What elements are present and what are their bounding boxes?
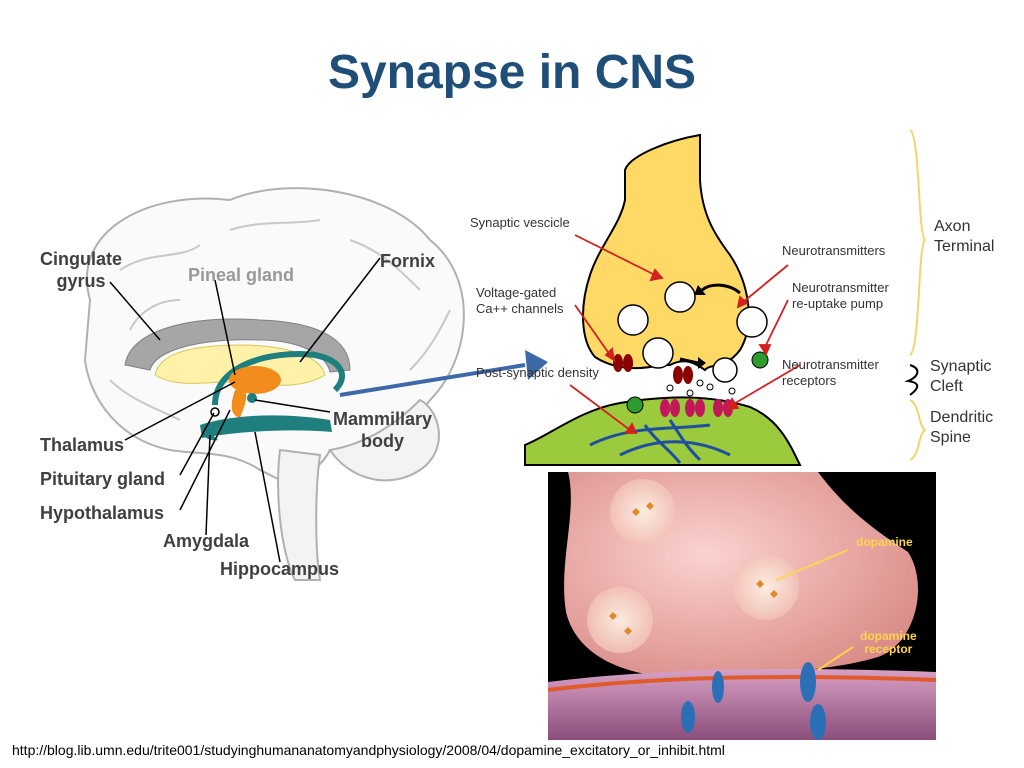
receptor — [713, 399, 723, 417]
axon-terminal-shape — [582, 133, 750, 372]
dopamine-receptor — [800, 662, 816, 702]
brain-stem — [277, 448, 322, 581]
cerebellum — [328, 398, 440, 482]
dopamine-art — [548, 472, 936, 740]
brackets — [909, 129, 927, 461]
label-neurotransmitters: Neurotransmitters — [782, 243, 886, 258]
dopamine-receptor — [712, 671, 724, 703]
vesicle — [617, 304, 649, 336]
label-dopamine: dopamine — [856, 535, 913, 549]
dopamine-receptor — [810, 704, 826, 740]
vesicle — [642, 337, 674, 369]
fornix-shape — [212, 351, 346, 406]
vesicle-3 — [587, 587, 653, 653]
dopamine-receptor — [681, 701, 695, 733]
vesicle — [736, 306, 768, 338]
label-pituitary-gland: Pituitary gland — [40, 469, 166, 489]
label-pineal-gland: Pineal gland — [188, 265, 295, 285]
released-vesicle — [712, 357, 738, 383]
mammillary-body-shape — [247, 393, 257, 403]
label-amygdala: Amygdala — [163, 531, 250, 551]
slide-title: Synapse in CNS — [327, 46, 697, 99]
hippocampus-shape — [200, 415, 332, 438]
ca-channel — [673, 366, 683, 384]
source-url[interactable]: http://blog.lib.umn.edu/trite001/studyin… — [12, 742, 725, 758]
label-synaptic-vesicle: Synaptic vescicle — [470, 215, 570, 230]
vesicle-2 — [733, 554, 799, 620]
label-hippocampus: Hippocampus — [220, 559, 340, 579]
label-hypothalamus: Hypothalamus — [40, 503, 165, 523]
post-synaptic-density — [589, 419, 731, 464]
connector-arrowhead — [525, 350, 548, 380]
synapse-illustration — [524, 129, 927, 466]
label-thalamus: Thalamus — [40, 435, 125, 455]
ca-channel — [613, 354, 623, 372]
postsynaptic-membrane — [548, 669, 936, 740]
vesicle — [664, 281, 696, 313]
brain-illustration — [83, 187, 465, 581]
hypothalamus-shape — [231, 390, 247, 418]
vesicle-1 — [610, 479, 676, 545]
label-fornix: Fornix — [380, 251, 436, 271]
reuptake-pump — [751, 351, 769, 369]
cleft-bracket — [904, 364, 919, 396]
brain-leader-lines — [109, 257, 381, 563]
cingulate-gyrus-shape — [124, 318, 351, 373]
reuptake-pump — [626, 396, 644, 414]
receptor — [685, 399, 695, 417]
thalamus-shape — [229, 366, 281, 394]
label-post-synaptic-density: Post-synaptic density — [476, 365, 599, 380]
receptor — [660, 399, 670, 417]
